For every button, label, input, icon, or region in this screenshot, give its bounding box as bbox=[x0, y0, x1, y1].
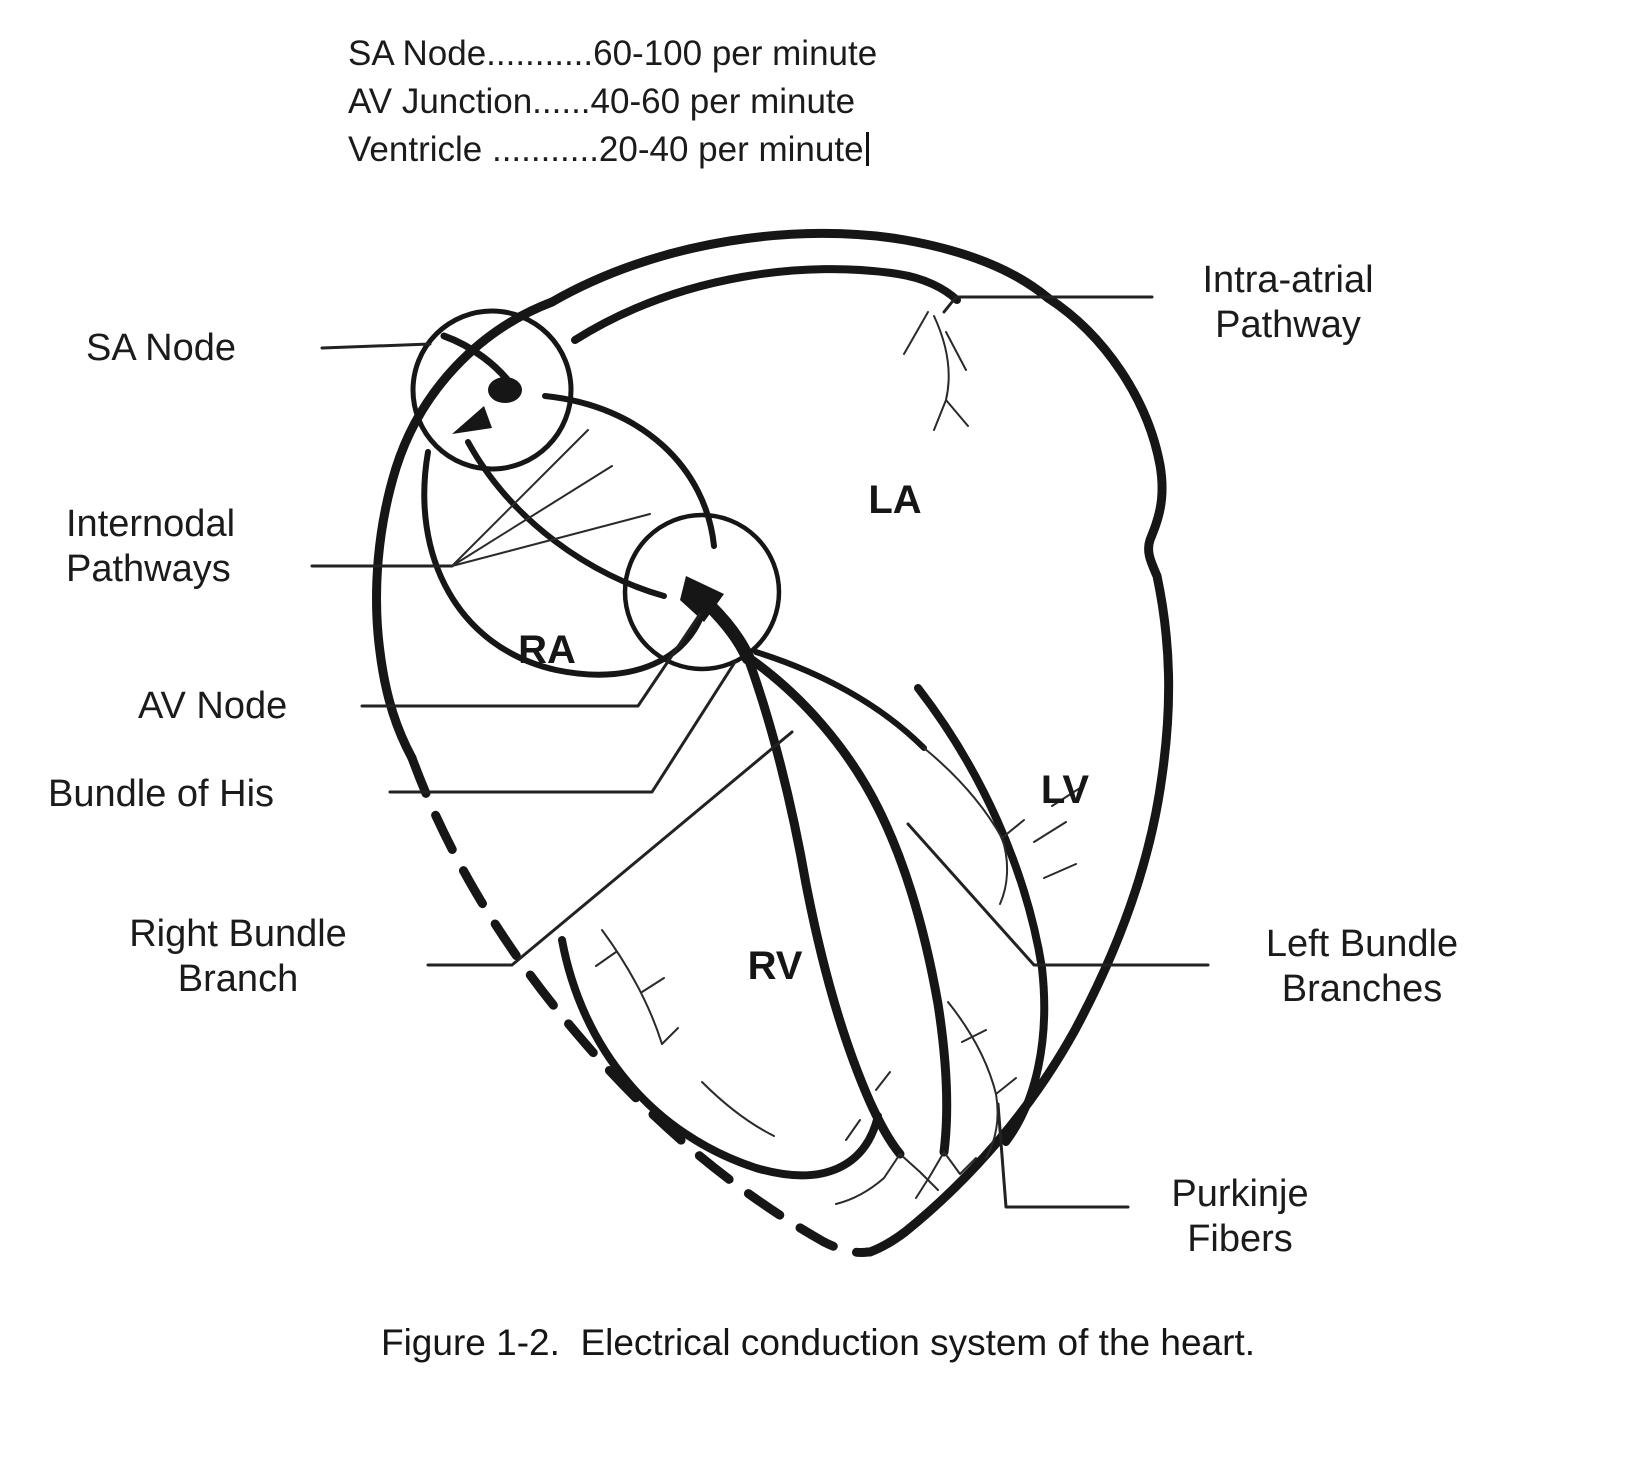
internodal-pathway-posterior bbox=[421, 449, 709, 678]
right-bundle-branch-label: Right Bundle Branch bbox=[129, 913, 347, 1000]
rv-fiber-twigs bbox=[595, 929, 775, 1137]
left-bundle-leader-line bbox=[906, 822, 1210, 967]
heart-top-outer-wall bbox=[547, 228, 1053, 307]
lv-inner-wall bbox=[914, 684, 1049, 1146]
right-bundle-leader-line bbox=[426, 730, 794, 967]
internodal-pathways-label: Internodal Pathways bbox=[66, 503, 236, 590]
rate-text: AV Junction......40-60 per minute bbox=[348, 81, 856, 121]
internodal-fan-lines bbox=[451, 429, 651, 567]
av-node-circle bbox=[622, 512, 782, 672]
heart-top-inner-wall bbox=[571, 265, 961, 344]
chamber-label-rv: RV bbox=[747, 944, 803, 988]
sa-node-circle bbox=[410, 308, 574, 472]
purkinje-fibers-label: Purkinje Fibers bbox=[1171, 1173, 1309, 1260]
intra-atrial-fiber-twigs bbox=[903, 311, 969, 431]
sa-node-arrowhead bbox=[452, 406, 492, 434]
av-node-label: AV Node bbox=[138, 685, 288, 727]
chamber-label-ra: RA bbox=[518, 628, 576, 672]
sa-node-leader-line bbox=[320, 342, 432, 350]
internodal-pathway-middle bbox=[465, 439, 667, 599]
sa-node-label: SA Node bbox=[86, 327, 236, 369]
purkinje-leader-line bbox=[996, 1102, 1130, 1209]
heart-lower-left-border-dashed bbox=[407, 753, 873, 1257]
rate-line-sa-node: SA Node...........60-100 per minute bbox=[348, 30, 877, 78]
left-bundle-lower-twigs bbox=[947, 1001, 1017, 1159]
rate-text: SA Node...........60-100 per minute bbox=[348, 34, 878, 73]
rate-text: Ventricle ...........20-40 per minute bbox=[348, 129, 864, 169]
rate-line-ventricle: Ventricle ...........20-40 per minute bbox=[348, 126, 877, 174]
left-bundle-branches-label: Left Bundle Branches bbox=[1265, 923, 1459, 1010]
chamber-label-lv: LV bbox=[1040, 768, 1090, 812]
heart-left-border bbox=[372, 297, 557, 763]
intra-atrial-pathway-label: Intra-atrial Pathway bbox=[1202, 259, 1374, 346]
internodal-pathway-anterior bbox=[542, 393, 717, 549]
rate-line-av-junction: AV Junction......40-60 per minute bbox=[348, 78, 877, 126]
left-bundle-branch-line bbox=[747, 655, 952, 1157]
sa-node-blob bbox=[488, 377, 522, 403]
intra-atrial-leader-line bbox=[942, 295, 1154, 314]
chamber-label-la: LA bbox=[868, 478, 922, 522]
rv-cavity-wall bbox=[558, 936, 882, 1180]
pacemaker-rates-list: SA Node...........60-100 per minute AV J… bbox=[348, 30, 877, 174]
heart-right-border bbox=[865, 293, 1174, 1257]
text-cursor bbox=[865, 131, 869, 166]
bundle-of-his-line bbox=[703, 599, 755, 665]
bundle-of-his-leader-line bbox=[388, 660, 737, 794]
left-bundle-branch-upper bbox=[753, 649, 927, 751]
left-bundle-fiber-twigs bbox=[923, 747, 1081, 905]
bundle-of-his-label: Bundle of His bbox=[48, 773, 275, 815]
av-node-leader-line bbox=[360, 612, 702, 708]
av-node-blob bbox=[680, 576, 724, 622]
purkinje-fiber-twigs bbox=[835, 1071, 977, 1205]
figure-caption: Figure 1-2. Electrical conduction system… bbox=[380, 1322, 1256, 1363]
